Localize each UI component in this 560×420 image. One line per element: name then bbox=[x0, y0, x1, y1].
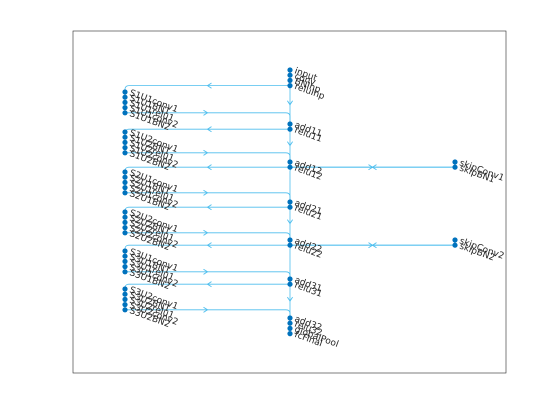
node-S3U1relu1 bbox=[122, 258, 128, 264]
edge-S2U1BN2-to-add21 bbox=[125, 192, 291, 202]
edge-arrow-S2U1BN2-to-add21 bbox=[203, 189, 209, 196]
node-S3U2relu1 bbox=[122, 296, 128, 302]
node-S3U1BN1 bbox=[122, 253, 128, 259]
node-globalPool bbox=[287, 325, 293, 331]
node-BNInp bbox=[287, 77, 293, 83]
node-reluInp bbox=[287, 83, 293, 89]
edge-arrow-reluInp-to-add11 bbox=[287, 100, 293, 106]
node-S3U2BN1 bbox=[122, 291, 128, 297]
node-add31 bbox=[287, 276, 293, 282]
edge-arrow-S1U2BN2-to-add12 bbox=[203, 149, 209, 156]
node-S1U1conv2 bbox=[122, 105, 128, 111]
node-S2U2relu1 bbox=[122, 219, 128, 225]
edge-S3U2BN2-to-add32 bbox=[125, 309, 291, 318]
edge-arrow-relu11-to-S1U2conv1 bbox=[206, 126, 212, 133]
node-S2U1conv2 bbox=[122, 185, 128, 191]
node-skipBN1 bbox=[452, 164, 458, 170]
node-S2U1conv1 bbox=[122, 169, 128, 175]
edge-arrow-S1U1BN2-to-add11 bbox=[203, 109, 209, 116]
edge-arrow-S3U2BN2-to-add32 bbox=[203, 306, 209, 313]
node-S2U1BN2 bbox=[122, 190, 128, 196]
node-layer bbox=[122, 67, 458, 337]
edge-arrow-S3U1BN2-to-add31 bbox=[203, 268, 209, 275]
node-S2U1BN1 bbox=[122, 174, 128, 180]
node-S2U2conv1 bbox=[122, 209, 128, 215]
edge-arrow-S2U2BN2-to-add22 bbox=[203, 229, 209, 236]
node-S3U1conv2 bbox=[122, 264, 128, 270]
node-S1U1conv1 bbox=[122, 89, 128, 95]
node-add21 bbox=[287, 199, 293, 205]
node-S1U1BN1 bbox=[122, 94, 128, 100]
node-S1U1relu1 bbox=[122, 99, 128, 105]
node-conv bbox=[287, 72, 293, 78]
edge-arrow-relu21-to-add22 bbox=[287, 219, 293, 225]
edge-arrow-relu22-to-S3U1conv1 bbox=[206, 242, 212, 249]
node-add32 bbox=[287, 315, 293, 321]
node-S1U2BN1 bbox=[122, 134, 128, 140]
edge-arrow-reluInp-to-S1U1conv1 bbox=[206, 82, 212, 89]
node-input bbox=[287, 67, 293, 73]
node-relu22 bbox=[287, 242, 293, 248]
node-S3U1conv1 bbox=[122, 248, 128, 254]
node-add11 bbox=[287, 121, 293, 127]
node-skipConv1 bbox=[452, 159, 458, 165]
node-S1U2conv2 bbox=[122, 145, 128, 151]
node-skipBN2 bbox=[452, 242, 458, 248]
node-relu21 bbox=[287, 204, 293, 210]
edge-arrow-relu31-to-S3U2conv1 bbox=[206, 281, 212, 288]
edge-S1U1BN2-to-add11 bbox=[125, 112, 291, 124]
node-S2U1relu1 bbox=[122, 179, 128, 185]
edge-arrow-skipBN1-to-add21 bbox=[371, 164, 377, 171]
node-S1U2BN2 bbox=[122, 150, 128, 156]
edge-arrow-relu11-to-add12 bbox=[287, 141, 293, 147]
node-add12 bbox=[287, 159, 293, 165]
node-S3U2conv2 bbox=[122, 302, 128, 308]
node-S3U2conv1 bbox=[122, 286, 128, 292]
node-S1U2relu1 bbox=[122, 139, 128, 145]
edge-S2U2BN2-to-add22 bbox=[125, 232, 291, 240]
node-relu32 bbox=[287, 320, 293, 326]
edge-arrow-relu31-to-add32 bbox=[287, 296, 293, 302]
node-S2U2conv2 bbox=[122, 225, 128, 231]
node-S2U2BN2 bbox=[122, 230, 128, 236]
edge-arrow-relu21-to-S2U2conv1 bbox=[206, 204, 212, 211]
node-relu12 bbox=[287, 164, 293, 170]
node-S3U1BN2 bbox=[122, 269, 128, 275]
node-relu31 bbox=[287, 281, 293, 287]
node-S1U2conv1 bbox=[122, 129, 128, 135]
node-S2U2BN1 bbox=[122, 214, 128, 220]
node-S1U1BN2 bbox=[122, 110, 128, 116]
node-add22 bbox=[287, 237, 293, 243]
node-relu11 bbox=[287, 126, 293, 132]
edge-arrow-relu12-to-S2U1conv1 bbox=[206, 164, 212, 171]
edge-S1U2BN2-to-add12 bbox=[125, 152, 291, 162]
edge-S3U1BN2-to-add31 bbox=[125, 271, 291, 279]
node-fcFinal bbox=[287, 331, 293, 337]
edge-arrow-skipBN2-to-add31 bbox=[371, 242, 377, 249]
node-skipConv2 bbox=[452, 237, 458, 243]
node-S3U2BN2 bbox=[122, 307, 128, 313]
